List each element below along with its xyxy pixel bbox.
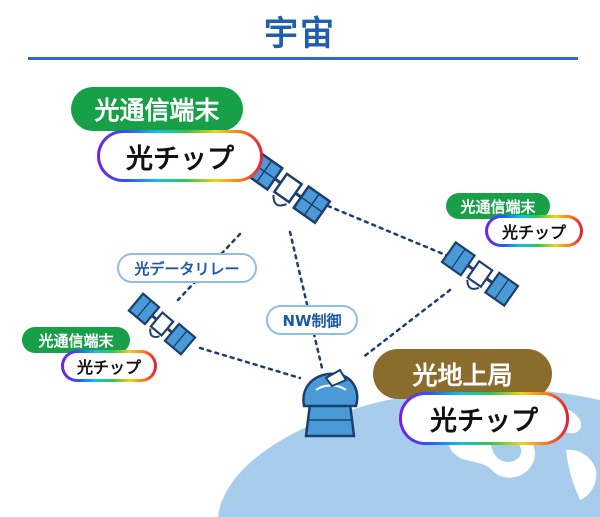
optical-terminal-badge: 光通信端末 (71, 87, 243, 131)
satellite-icon (440, 240, 520, 308)
link-sat1-sat2 (176, 232, 242, 302)
optical-chip-label: 光チップ (399, 392, 569, 445)
optical-chip-label: 光チップ (485, 215, 583, 247)
link-sat2-ground (198, 346, 302, 380)
optical-data-relay-label: 光データリレー (117, 253, 257, 283)
optical-terminal-badge: 光通信端末 (446, 193, 550, 219)
ground-station-icon (302, 368, 359, 438)
page-title: 宇宙 (264, 14, 336, 54)
satellite-icon (127, 292, 197, 356)
optical-chip-label: 光チップ (61, 350, 157, 382)
link-sat3-ground (360, 288, 452, 360)
link-sat1-ground (288, 230, 324, 370)
optical-chip-label: 光チップ (97, 130, 263, 182)
link-sat1-sat3 (326, 204, 450, 258)
title-divider (28, 57, 578, 60)
optical-terminal-badge: 光通信端末 (22, 327, 130, 353)
optical-ground-station-badge: 光地上局 (373, 349, 552, 399)
network-control-label: NW制御 (266, 305, 358, 335)
